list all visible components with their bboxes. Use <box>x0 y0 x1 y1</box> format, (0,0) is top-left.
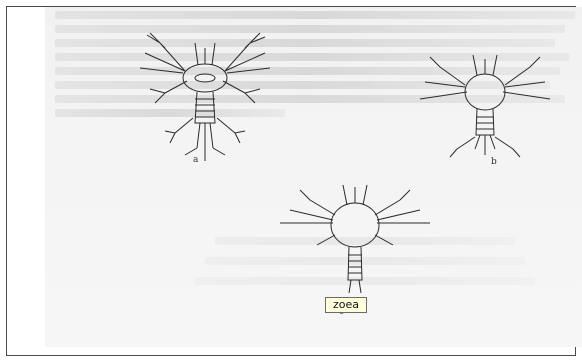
panel-label-b: b <box>491 157 497 167</box>
panel-label-a: a <box>193 155 198 165</box>
image-frame: a b <box>6 6 576 356</box>
larva-a-drawing <box>105 23 305 163</box>
larva-b-drawing <box>395 37 575 167</box>
scanned-page: a b <box>45 7 582 347</box>
zoea-tooltip: zoea <box>325 297 367 313</box>
larva-c-drawing <box>255 175 455 305</box>
